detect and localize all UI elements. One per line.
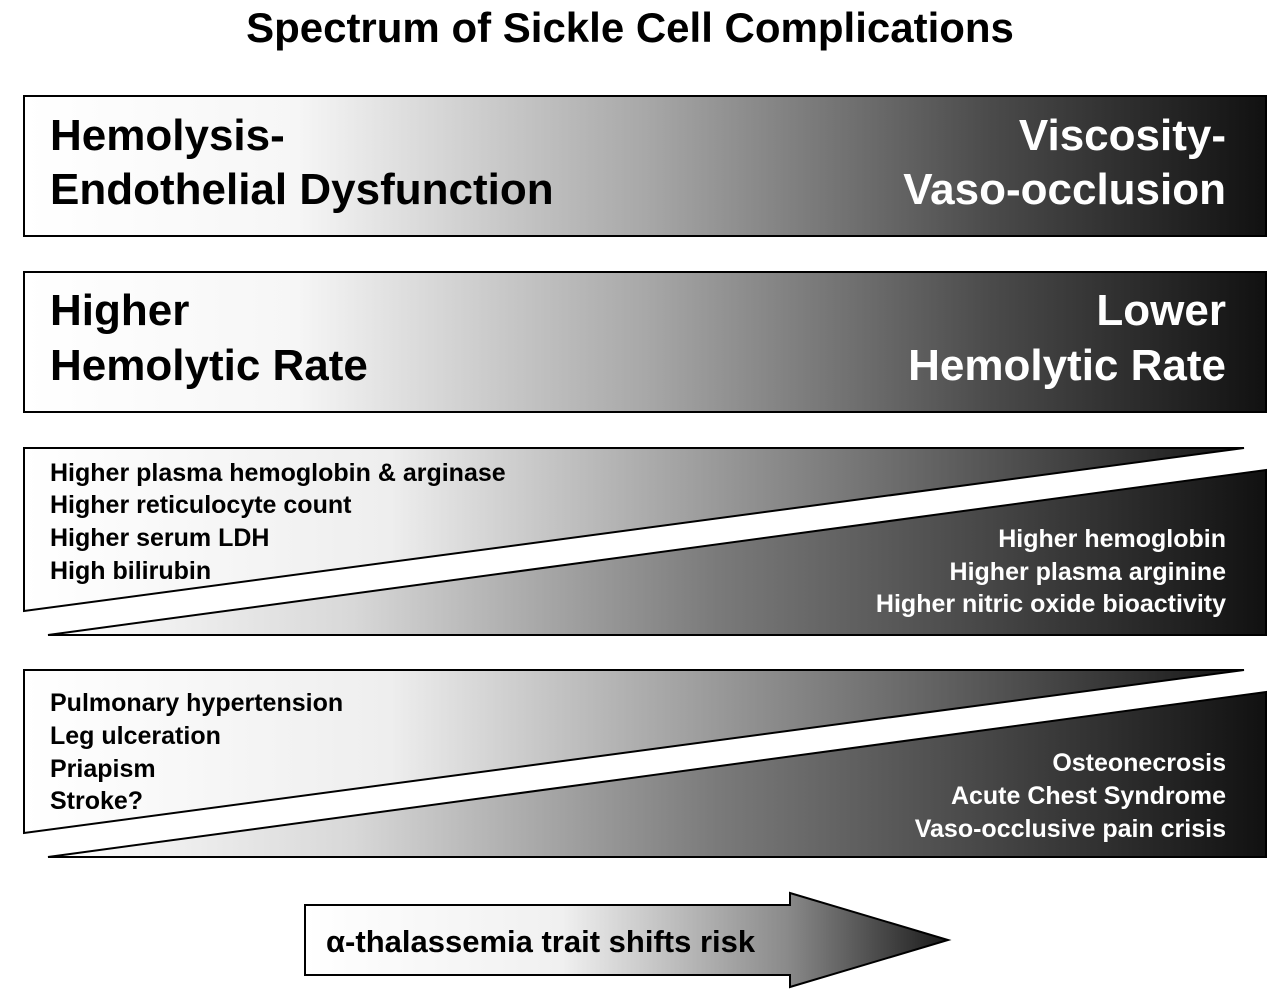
complications-left-line-3: Priapism bbox=[50, 755, 156, 783]
complications-band: Pulmonary hypertension Leg ulceration Pr… bbox=[23, 669, 1267, 858]
complications-right-line-2: Acute Chest Syndrome bbox=[951, 782, 1226, 810]
thalassemia-arrow-label: α-thalassemia trait shifts risk bbox=[326, 924, 756, 959]
mechanism-right-line-1: Viscosity- bbox=[1019, 111, 1226, 160]
complications-right-line-3: Vaso-occlusive pain crisis bbox=[915, 815, 1226, 843]
thalassemia-arrow-shape bbox=[304, 891, 952, 989]
lab-right-line-2: Higher plasma arginine bbox=[950, 558, 1227, 586]
lab-left-line-4: High bilirubin bbox=[50, 557, 211, 585]
mechanism-band: Hemolysis- Endothelial Dysfunction Visco… bbox=[23, 95, 1267, 237]
diagram-title: Spectrum of Sickle Cell Complications bbox=[246, 4, 1014, 51]
complications-upper-wedge bbox=[23, 669, 1245, 835]
complications-left-line-2: Leg ulceration bbox=[50, 722, 221, 750]
mechanism-left-line-1: Hemolysis- bbox=[50, 111, 285, 160]
mechanism-right-line-2: Vaso-occlusion bbox=[903, 165, 1226, 214]
hemolytic-rate-band: Higher Hemolytic Rate Lower Hemolytic Ra… bbox=[23, 271, 1267, 413]
complications-left-line-4: Stroke? bbox=[50, 787, 143, 815]
hemolytic-left-line-2: Hemolytic Rate bbox=[50, 341, 368, 390]
hemolytic-rate-gradient-bar bbox=[23, 271, 1267, 413]
complications-lower-wedge bbox=[47, 690, 1267, 858]
hemolytic-left-line-1: Higher bbox=[50, 286, 189, 335]
lab-markers-upper-wedge bbox=[23, 447, 1245, 613]
lab-markers-lower-wedge bbox=[47, 468, 1267, 636]
mechanism-gradient-bar bbox=[23, 95, 1267, 237]
lab-right-line-1: Higher hemoglobin bbox=[998, 525, 1226, 553]
lab-left-line-1: Higher plasma hemoglobin & arginase bbox=[50, 459, 506, 487]
lab-markers-band: Higher plasma hemoglobin & arginase High… bbox=[23, 447, 1267, 636]
lab-right-line-3: Higher nitric oxide bioactivity bbox=[876, 590, 1226, 618]
thalassemia-arrow: α-thalassemia trait shifts risk bbox=[304, 891, 952, 989]
hemolytic-right-line-2: Hemolytic Rate bbox=[908, 341, 1226, 390]
lab-left-line-2: Higher reticulocyte count bbox=[50, 491, 352, 519]
complications-right-line-1: Osteonecrosis bbox=[1052, 749, 1226, 777]
lab-left-line-3: Higher serum LDH bbox=[50, 524, 269, 552]
complications-left-line-1: Pulmonary hypertension bbox=[50, 689, 343, 717]
mechanism-left-line-2: Endothelial Dysfunction bbox=[50, 165, 554, 214]
hemolytic-right-line-1: Lower bbox=[1096, 286, 1226, 335]
